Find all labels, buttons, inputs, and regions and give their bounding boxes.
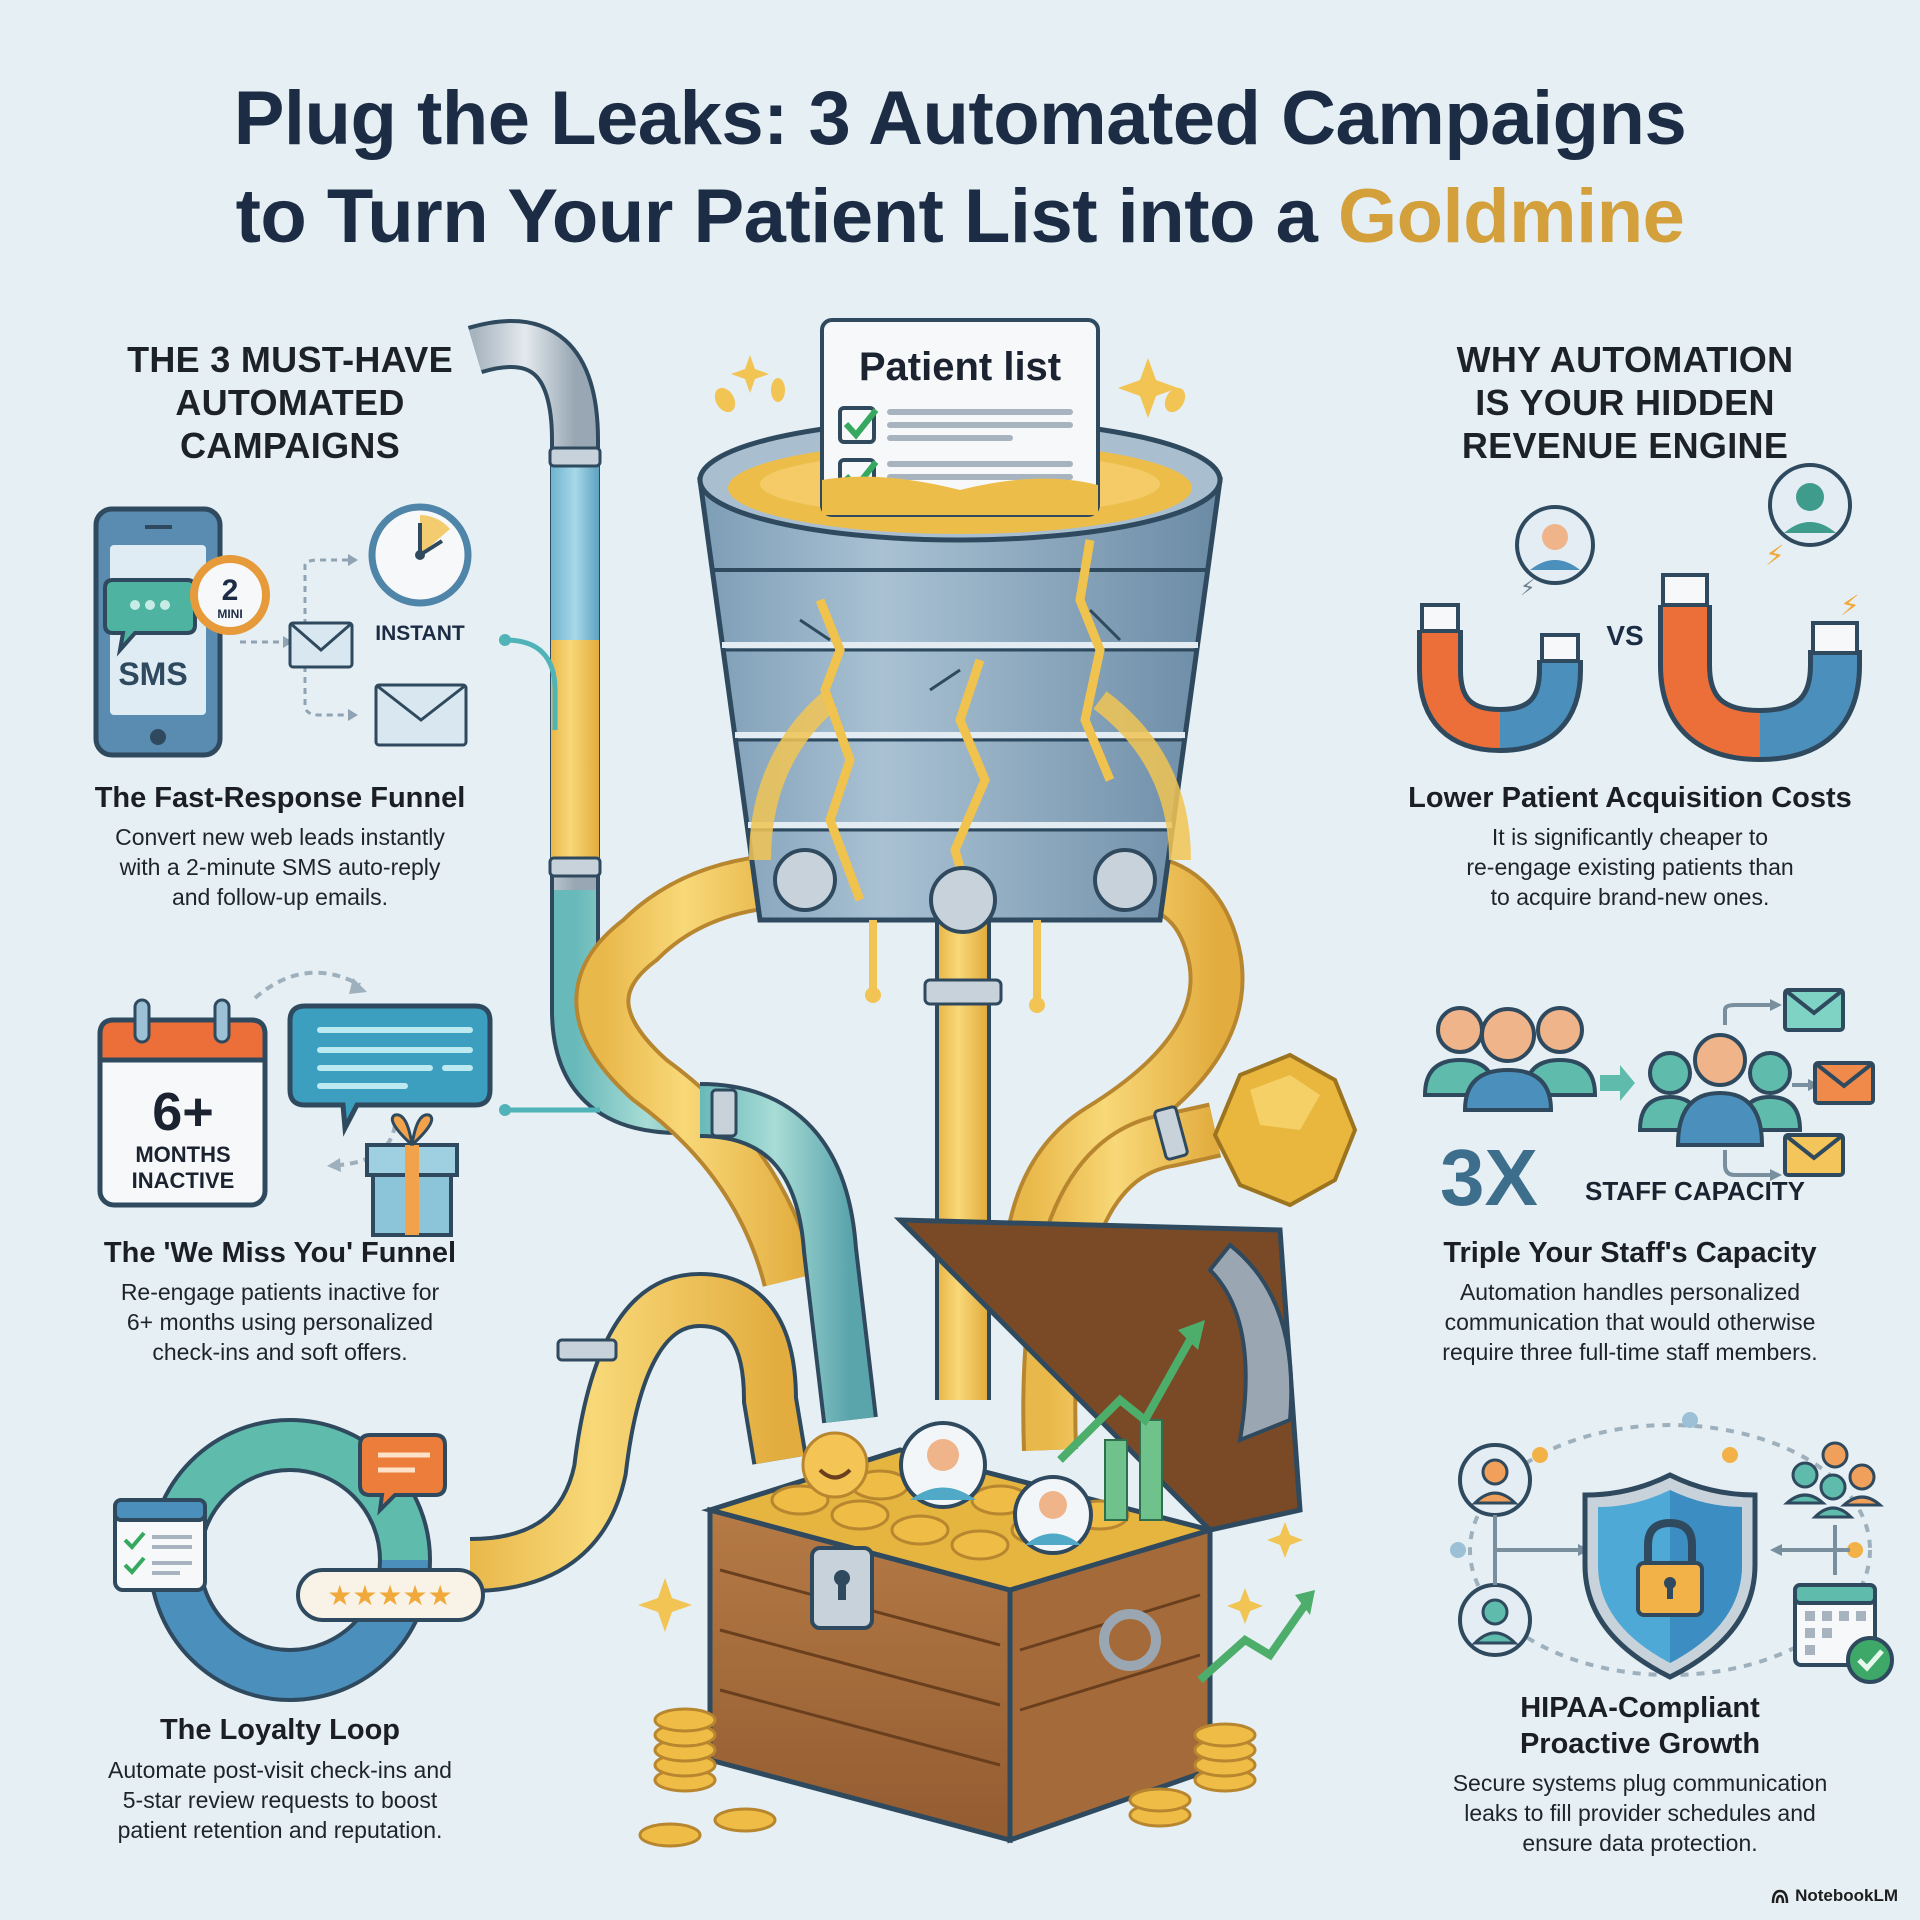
patient-list-label: Patient list bbox=[859, 345, 1061, 389]
item-desc-staff-capacity: Automation handles personalized communic… bbox=[1442, 1279, 1818, 1365]
item-title-we-miss-you: The 'We Miss You' Funnel bbox=[103, 1237, 457, 1269]
left-section-heading: THE 3 MUST-HAVE AUTOMATED CAMPAIGNS bbox=[127, 339, 453, 466]
gift-icon bbox=[365, 1113, 459, 1237]
instant-label: INSTANT bbox=[375, 622, 465, 645]
title-highlight-goldmine: Goldmine bbox=[1337, 174, 1685, 259]
item-title-staff-capacity: Triple Your Staff's Capacity bbox=[1443, 1237, 1817, 1269]
pipe-coupling bbox=[710, 1088, 738, 1138]
magnet-comparison-illustration: ⚡ VS ⚡ ⚡ bbox=[1417, 463, 1862, 763]
treasure-chest-icon bbox=[701, 1217, 1315, 1844]
chat-bubble-orange-icon bbox=[358, 1433, 447, 1516]
staff-capacity-illustration: 3X STAFF CAPACITY bbox=[1422, 988, 1875, 1222]
title-line-2: to Turn Your Patient List into a Goldmin… bbox=[235, 174, 1685, 259]
fast-response-illustration: 2 MINI SMS INSTANT bbox=[93, 503, 472, 758]
multiplier-3x: 3X bbox=[1440, 1133, 1538, 1222]
svg-text:MONTHS: MONTHS bbox=[135, 1142, 230, 1167]
coin-stacks bbox=[638, 1707, 1257, 1848]
title-line-1: Plug the Leaks: 3 Automated Campaigns bbox=[233, 76, 1687, 161]
email-icons bbox=[1783, 988, 1875, 1177]
notebooklm-watermark: NotebookLM bbox=[1771, 1886, 1898, 1906]
item-title-hipaa: HIPAA-Compliant Proactive Growth bbox=[1519, 1692, 1761, 1760]
item-title-loyalty-loop: The Loyalty Loop bbox=[159, 1714, 401, 1746]
item-desc-we-miss-you: Re-engage patients inactive for 6+ month… bbox=[120, 1279, 440, 1365]
calendar-icon: 6+ MONTHS INACTIVE bbox=[97, 998, 268, 1208]
right-section-heading: WHY AUTOMATION IS YOUR HIDDEN REVENUE EN… bbox=[1456, 339, 1794, 466]
patient-list-document: Patient list bbox=[820, 318, 1100, 517]
loyalty-loop-illustration: ★★★★★ bbox=[113, 1418, 485, 1702]
automated-staff-icon bbox=[1637, 1033, 1803, 1147]
svg-text:★★★★★: ★★★★★ bbox=[327, 1580, 453, 1611]
care-team-icon bbox=[1783, 1441, 1884, 1519]
svg-text:2: 2 bbox=[222, 574, 239, 607]
svg-text:⚡: ⚡ bbox=[1520, 575, 1535, 600]
notebooklm-logo-icon bbox=[1771, 1889, 1789, 1904]
item-desc-hipaa: Secure systems plug communication leaks … bbox=[1452, 1770, 1828, 1856]
five-star-rating: ★★★★★ bbox=[296, 1568, 485, 1622]
we-miss-you-illustration: 6+ MONTHS INACTIVE bbox=[97, 970, 493, 1237]
item-desc-loyalty-loop: Automate post-visit check-ins and 5-star… bbox=[108, 1757, 452, 1843]
shield-lock-icon bbox=[1582, 1472, 1758, 1680]
svg-text:6+: 6+ bbox=[152, 1082, 214, 1142]
smiley-coin-icon bbox=[801, 1431, 869, 1499]
item-title-acquisition-costs: Lower Patient Acquisition Costs bbox=[1408, 782, 1852, 814]
checklist-calendar-icon bbox=[113, 1498, 207, 1592]
staff-capacity-caption: STAFF CAPACITY bbox=[1585, 1176, 1805, 1206]
left-pipe bbox=[467, 319, 720, 1135]
item-title-fast-response: The Fast-Response Funnel bbox=[94, 782, 466, 814]
page-title: Plug the Leaks: 3 Automated Campaigns to… bbox=[0, 70, 1920, 266]
staff-group-icon bbox=[1422, 1006, 1598, 1112]
schedule-calendar-icon bbox=[1793, 1583, 1894, 1684]
magnet-small-icon bbox=[1417, 603, 1583, 754]
two-minute-badge bbox=[190, 555, 270, 635]
email-icon-2 bbox=[374, 683, 468, 747]
item-desc-fast-response: Convert new web leads instantly with a 2… bbox=[115, 824, 445, 910]
svg-text:⚡: ⚡ bbox=[1840, 590, 1860, 621]
hipaa-illustration bbox=[1450, 1412, 1894, 1684]
gold-nugget-icon bbox=[1212, 1052, 1358, 1208]
svg-text:⚡: ⚡ bbox=[1765, 540, 1785, 571]
svg-text:INACTIVE: INACTIVE bbox=[132, 1168, 235, 1193]
email-icon bbox=[288, 621, 354, 669]
magnet-large-icon bbox=[1658, 573, 1862, 763]
sms-label: SMS bbox=[118, 656, 187, 692]
svg-text:MINI: MINI bbox=[217, 607, 242, 621]
vs-label: VS bbox=[1606, 620, 1643, 651]
item-desc-acquisition-costs: It is significantly cheaper to re-engage… bbox=[1466, 824, 1794, 910]
